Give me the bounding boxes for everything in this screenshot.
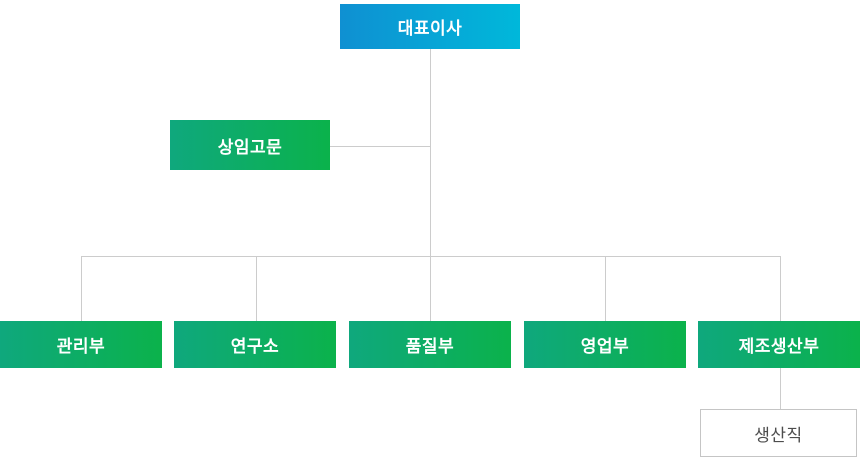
connector-drop-research — [256, 256, 257, 321]
node-advisor: 상임고문 — [170, 120, 330, 170]
node-advisor-label: 상임고문 — [217, 137, 283, 157]
connector-drop-quality — [430, 256, 431, 321]
node-dept-sales-label: 영업부 — [580, 337, 630, 356]
node-dept-quality: 품질부 — [349, 321, 511, 368]
node-dept-research-institute: 연구소 — [174, 321, 336, 368]
connector-drop-management — [81, 256, 82, 321]
node-dept-management: 관리부 — [0, 321, 162, 368]
node-dept-research-institute-label: 연구소 — [230, 337, 280, 356]
node-ceo: 대표이사 — [340, 4, 520, 49]
connector-departments-horizontal — [81, 256, 781, 257]
node-production-staff: 생산직 — [700, 409, 857, 457]
node-ceo-label: 대표이사 — [397, 19, 463, 38]
node-dept-manufacturing: 제조생산부 — [698, 321, 860, 368]
node-dept-management-label: 관리부 — [56, 337, 106, 356]
connector-ceo-vertical — [430, 49, 431, 256]
node-dept-quality-label: 품질부 — [405, 337, 455, 356]
connector-advisor-horizontal — [330, 146, 430, 147]
node-dept-sales: 영업부 — [524, 321, 686, 368]
connector-production-vertical — [780, 368, 781, 409]
node-dept-manufacturing-label: 제조생산부 — [738, 337, 820, 356]
connector-drop-manufacturing — [780, 256, 781, 321]
node-production-staff-label: 생산직 — [754, 425, 803, 445]
connector-drop-sales — [605, 256, 606, 321]
